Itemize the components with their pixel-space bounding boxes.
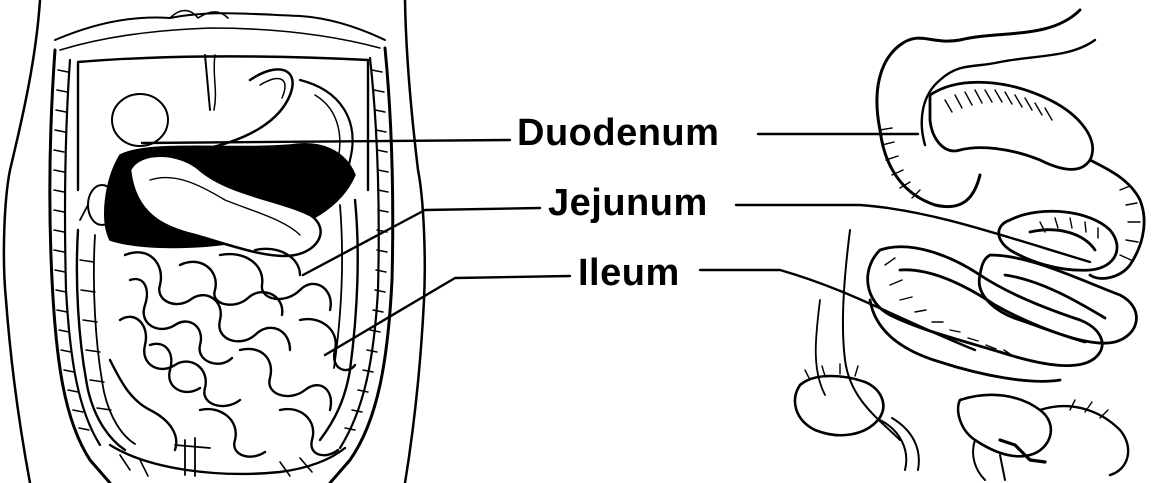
torso-left-outline: [4, 0, 40, 483]
ileum-closeup-loops: [868, 247, 1103, 381]
transverse-colon-closeup: [877, 10, 1080, 207]
ileum-leader-left: [325, 276, 570, 355]
duodenum-label: Duodenum: [517, 114, 719, 152]
duodenum-closeup: [930, 82, 1093, 169]
gallbladder: [112, 94, 168, 146]
torso-right-outline: [405, 0, 425, 483]
ileum-label: Ileum: [578, 254, 680, 292]
cecum-closeup: [795, 376, 883, 435]
intestine-closeup-illustration: [795, 10, 1144, 480]
duodenum-leader-left: [142, 140, 510, 143]
torso-illustration: [4, 0, 425, 483]
ascending-colon: [77, 230, 125, 450]
sigmoid-closeup: [958, 395, 1051, 457]
small-intestine-coils: [110, 249, 355, 457]
jejunum-leader-left: [303, 208, 540, 275]
jejunum-label: Jejunum: [548, 184, 708, 222]
ileum-leader-right: [700, 270, 975, 350]
jejunum-leader-right: [736, 205, 1090, 262]
